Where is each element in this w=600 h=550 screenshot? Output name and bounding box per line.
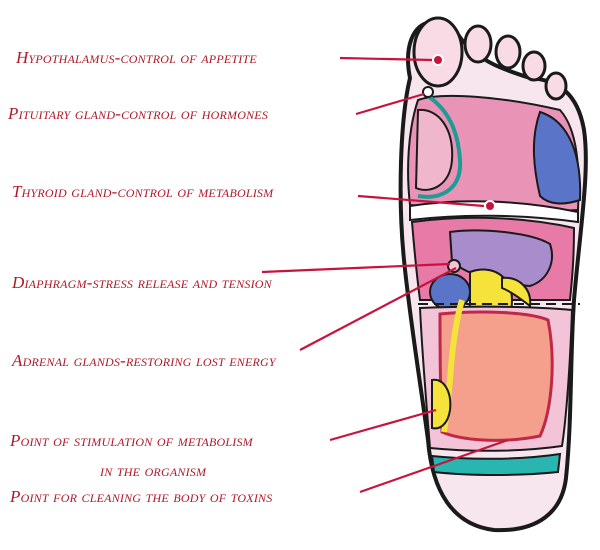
label-thyroid: Thyroid gland-control of metabolism xyxy=(12,182,274,201)
pointer-adrenal xyxy=(299,267,457,351)
label-metabolism-line1: Point of stimulation of metabolism xyxy=(10,431,253,450)
big-toe xyxy=(412,16,464,88)
label-toxins: Point for cleaning the body of toxins xyxy=(10,487,273,506)
pituitary-point xyxy=(422,86,434,98)
lung-blue-zone xyxy=(532,110,582,205)
thyroid-point xyxy=(484,200,496,212)
toe-2 xyxy=(463,24,493,64)
pointer-thyroid xyxy=(357,194,485,208)
pointer-pituitary xyxy=(355,92,425,116)
label-pituitary: Pituitary gland-control of hormones xyxy=(8,104,269,123)
pointer-diaphragm xyxy=(261,262,451,274)
toe-3 xyxy=(494,34,522,70)
pointer-toxins xyxy=(359,438,509,494)
label-hypothalamus: Hypothalamus-control of appetite xyxy=(16,48,257,67)
toe-4 xyxy=(521,50,547,82)
duodenum-yellow xyxy=(501,276,532,308)
label-diaphragm: Diaphragm-stress release and tension xyxy=(12,273,272,292)
label-adrenal: Adrenal glands-restoring lost energy xyxy=(12,351,276,370)
toe-5 xyxy=(544,71,568,101)
diaphragm-band xyxy=(409,200,579,224)
pituitary-zone xyxy=(414,108,454,191)
heel-teal-band xyxy=(430,452,562,476)
thyroid-teal-line xyxy=(417,94,463,199)
pointer-metabolism xyxy=(329,408,437,442)
pointer-lines xyxy=(261,56,509,494)
label-metabolism-line2: in the organism xyxy=(100,461,207,480)
diaphragm-point xyxy=(447,259,461,273)
pointer-hypothalamus xyxy=(339,56,433,62)
hypothalamus-point xyxy=(432,54,444,66)
colon-yellow xyxy=(431,378,452,430)
